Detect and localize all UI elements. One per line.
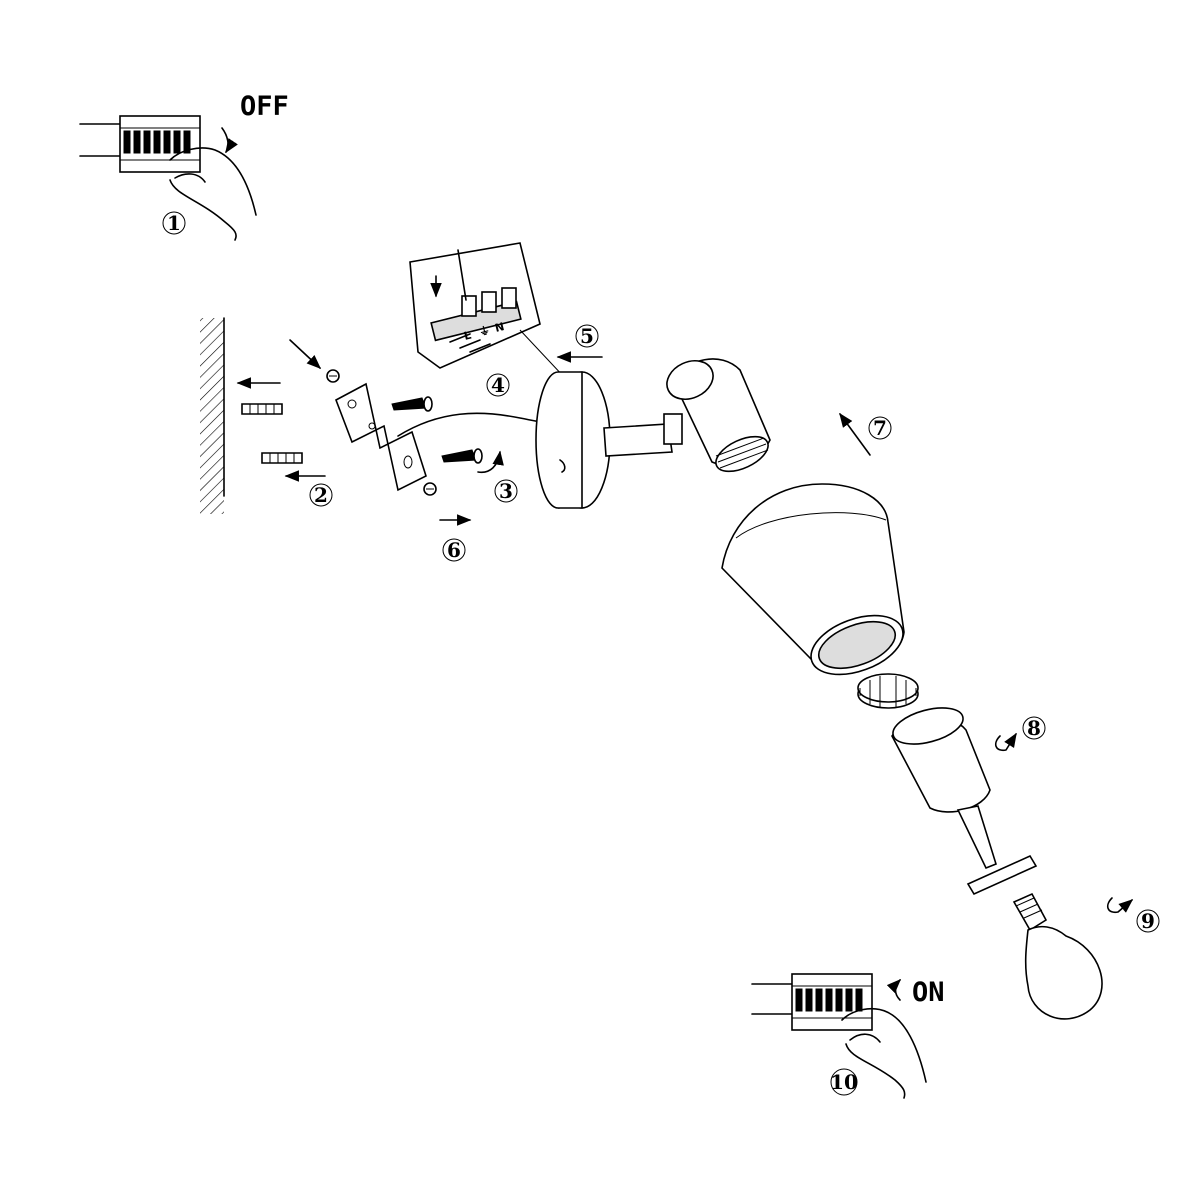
arrow-step-7 [839,412,871,456]
svg-text:8: 8 [1027,716,1041,740]
thread-top [715,435,769,473]
svg-text:2: 2 [314,483,328,507]
terminal-detail: L ⏚ N [409,242,566,379]
mounting-bracket [335,382,427,492]
svg-text:6: 6 [447,538,461,562]
breaker-switches [795,988,863,1012]
breaker-panel-off [79,115,257,241]
terminal-block [461,287,517,317]
step-8-badge: 8 [1022,716,1046,740]
terminal-label-n: N [494,320,506,335]
step-1-badge: 1 [162,211,186,235]
lamp-shade [721,483,905,676]
screw-long-upper [391,396,433,412]
screw-upper [289,339,340,383]
terminal-label-earth: ⏚ [478,324,492,339]
lamp-holder-bottom [891,707,1038,896]
svg-text:3: 3 [499,479,513,503]
step-9-badge: 9 [1136,909,1160,933]
screw-long-lower [441,448,483,464]
arm [603,413,683,457]
terminal-label-l: L [463,329,473,343]
light-bulb [1012,892,1103,1020]
wall-plug-upper [241,403,283,415]
ring-nut [857,673,919,709]
off-label: OFF [240,91,289,122]
step-6-badge: 6 [442,538,466,562]
canopy-base [535,371,611,509]
svg-text:4: 4 [491,373,505,397]
lamp-holder-top [666,358,771,473]
svg-text:7: 7 [873,416,887,440]
svg-text:5: 5 [580,324,594,348]
screwdriver [457,249,467,301]
arrow-step-8 [994,732,1017,752]
arrow-step-9 [1106,897,1134,914]
step-3-badge: 3 [494,479,518,503]
step-4-badge: 4 [486,373,510,397]
svg-text:9: 9 [1141,909,1155,933]
step-7-badge: 7 [868,416,892,440]
screw-lower [423,482,437,496]
breaker-panel-on [751,973,927,1099]
svg-text:10: 10 [830,1070,858,1094]
arrow-screw-rotate [477,450,504,474]
step-2-badge: 2 [309,483,333,507]
wall [200,317,225,514]
step-5-badge: 5 [575,324,599,348]
svg-text:1: 1 [167,211,181,235]
on-label: ON [912,977,945,1008]
step-10-badge: 10 [830,1068,858,1096]
wall-plug-lower [261,452,303,464]
breaker-switches [123,130,191,154]
